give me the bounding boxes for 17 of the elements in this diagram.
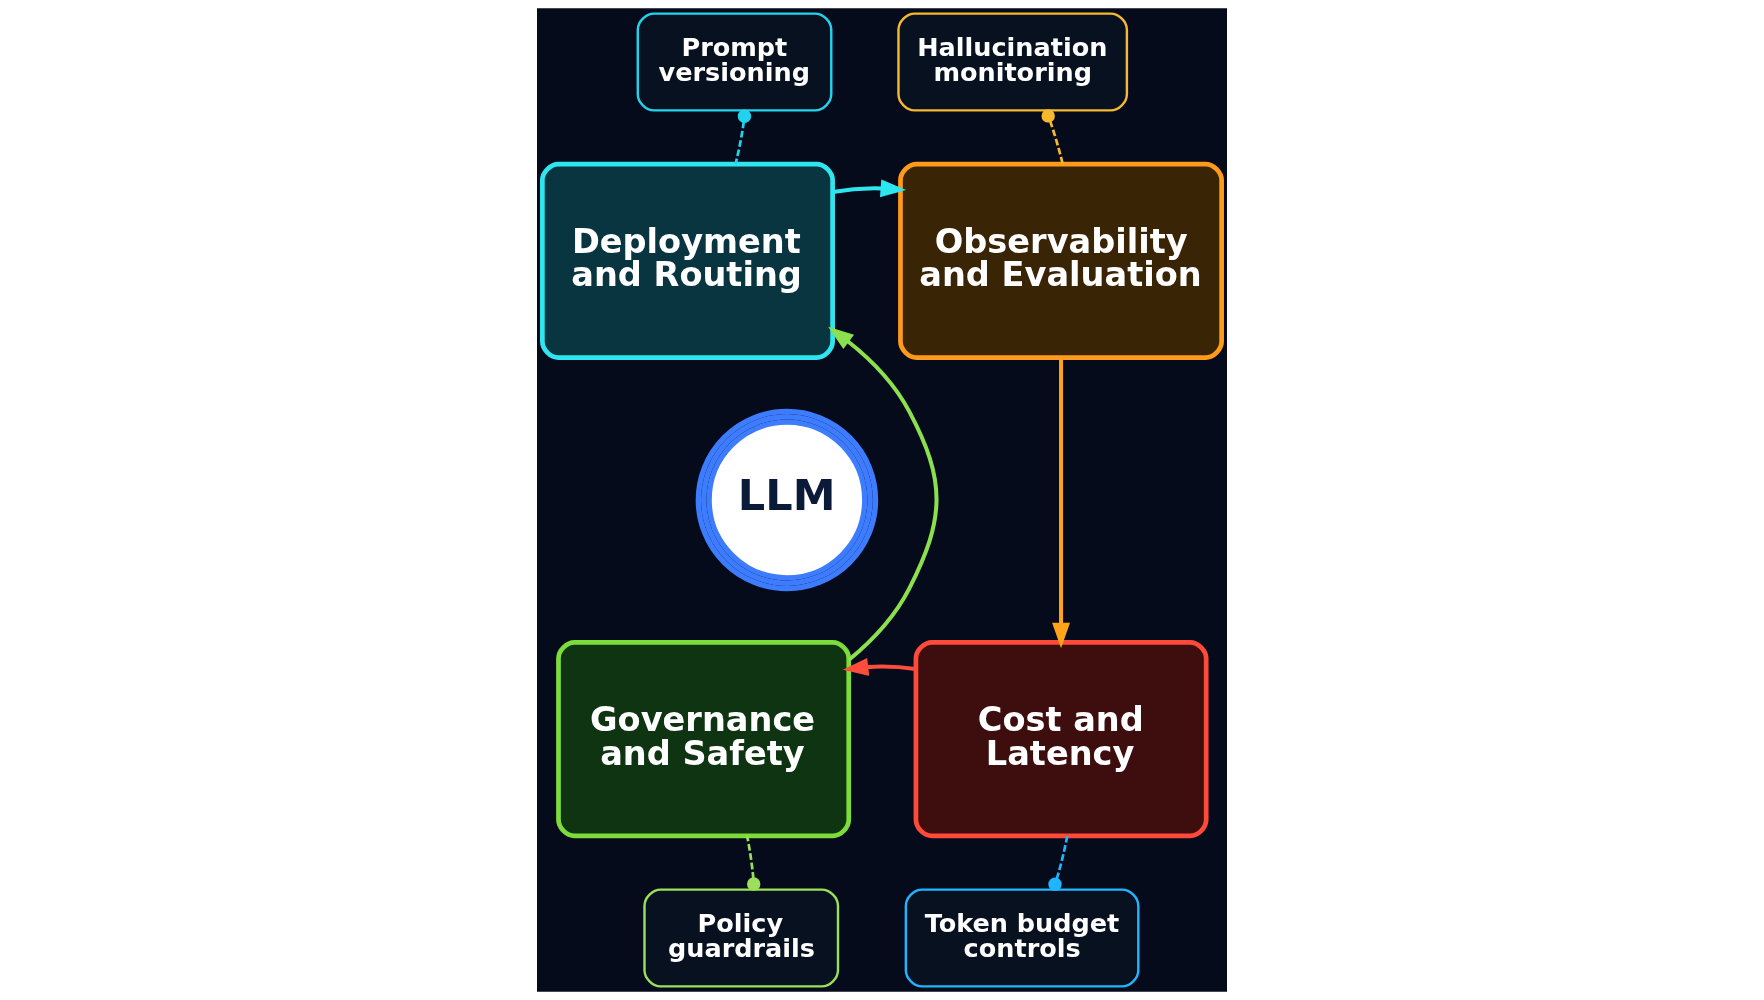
node-box: Cost and Latency [913,640,1209,839]
node-box: Observability and Evaluation [898,161,1224,360]
arrow [832,179,907,198]
node-box: Hallucination monitoring [897,12,1129,112]
arrow [828,326,939,662]
node-box: Governance and Safety [556,640,852,839]
node-circle: LLM [695,408,879,592]
node-box: Deployment and Routing [540,161,835,360]
connector [745,836,761,891]
connector [1041,109,1064,165]
arrow [1052,357,1070,649]
arrow [842,658,916,676]
connector [1048,836,1069,891]
node-box: Policy guardrails [643,888,840,988]
node-box: Token budget controls [904,888,1140,988]
node-box: Prompt versioning [636,12,833,112]
connector [734,109,752,165]
